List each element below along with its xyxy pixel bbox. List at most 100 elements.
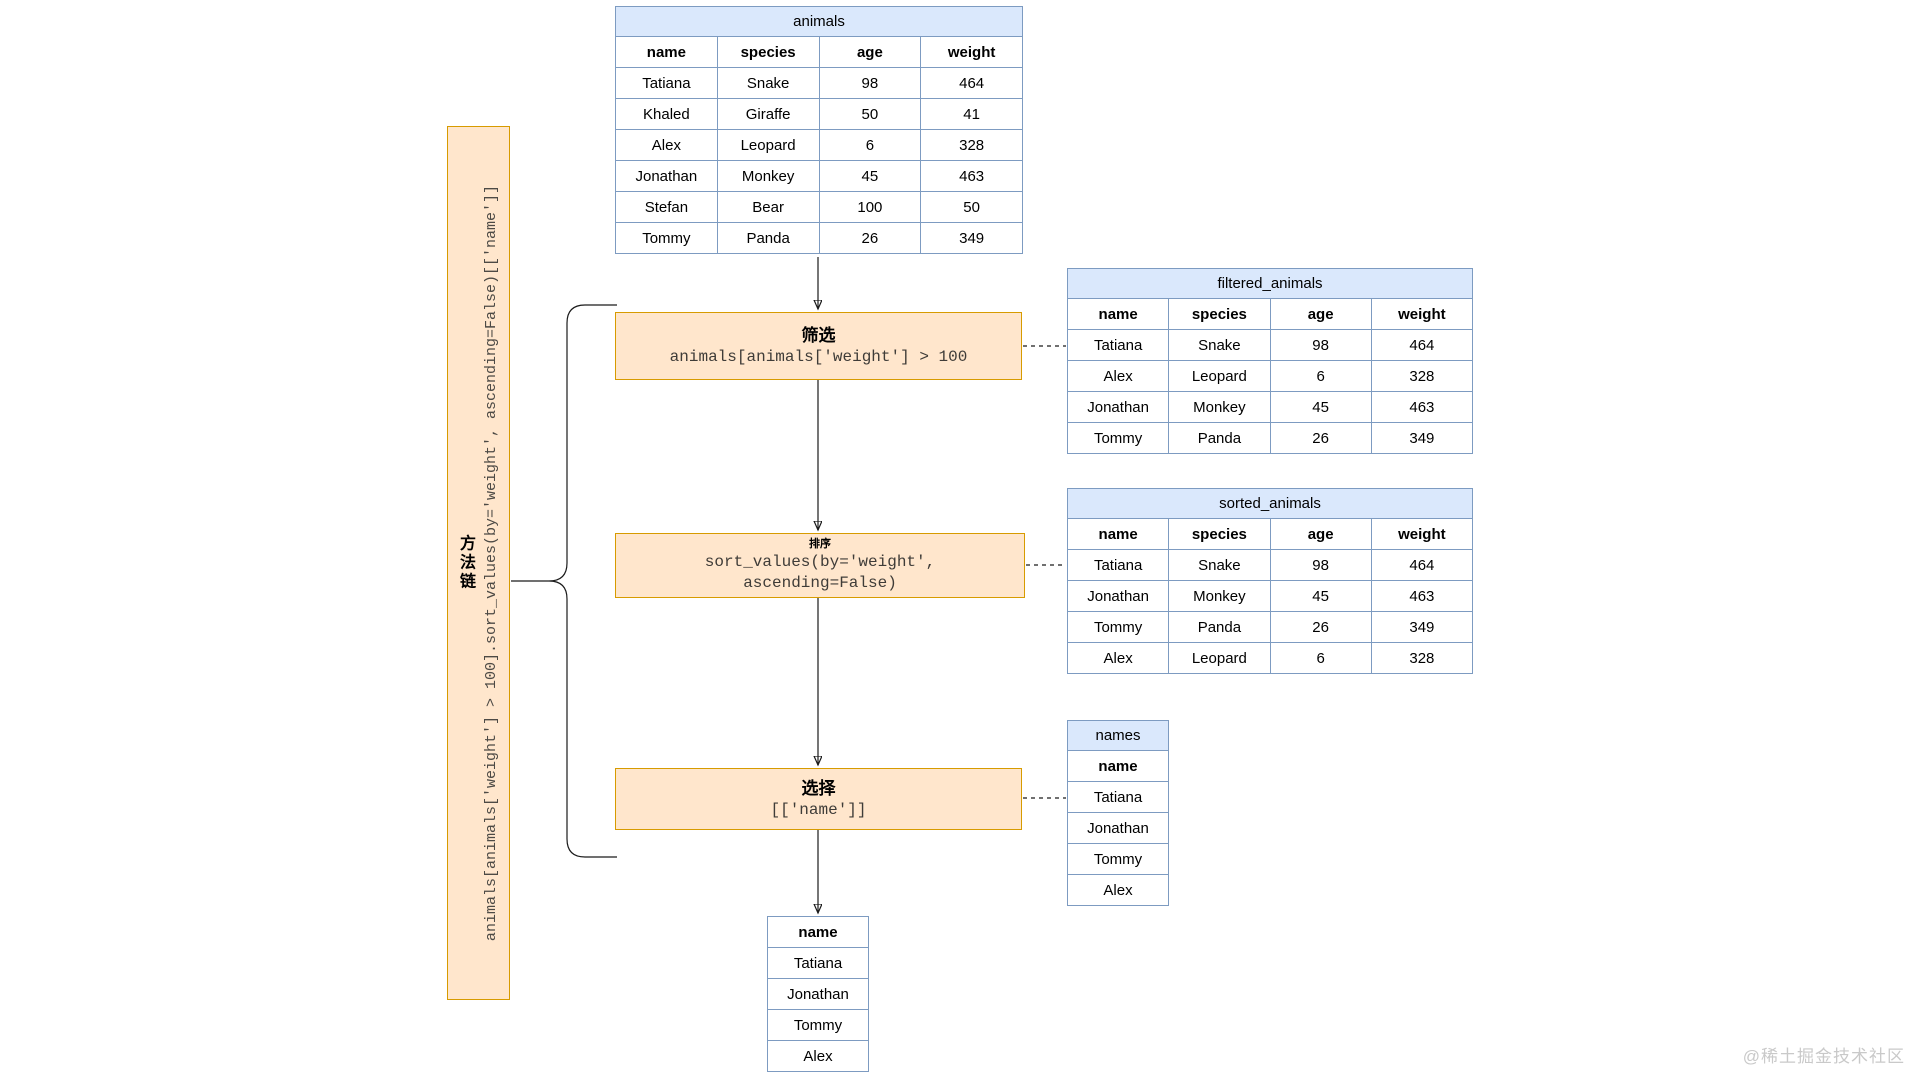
table-cell: Monkey xyxy=(1168,391,1271,423)
table-cell: 45 xyxy=(1269,580,1372,612)
table-row: Alex xyxy=(1067,874,1169,906)
table-cell: Tatiana xyxy=(767,947,869,979)
table-cell: Alex xyxy=(1067,874,1169,906)
table-title: names xyxy=(1067,720,1169,751)
table-cell: 98 xyxy=(1269,549,1372,581)
column-header: weight xyxy=(1370,518,1474,550)
table-title: sorted_animals xyxy=(1067,488,1473,519)
table-cell: Tatiana xyxy=(615,67,718,99)
column-header: age xyxy=(1269,518,1372,550)
table-cell: Tommy xyxy=(767,1009,869,1041)
table-cell: Monkey xyxy=(1168,580,1271,612)
table-cell: Tatiana xyxy=(1066,329,1170,361)
filter-step-code: animals[animals['weight'] > 100 xyxy=(669,347,968,366)
table-cell: Jonathan xyxy=(615,160,718,192)
table-cell: Tommy xyxy=(1066,422,1170,454)
sort-step-code-line1: sort_values(by='weight', xyxy=(704,553,936,571)
table-cell: Alex xyxy=(1066,642,1170,674)
table-cell: 328 xyxy=(920,129,1023,161)
table-cell: Leopard xyxy=(716,129,820,161)
column-header: weight xyxy=(1370,298,1474,330)
table-cell: Snake xyxy=(1168,329,1271,361)
table-cell: Panda xyxy=(1168,611,1271,643)
table-cell: Stefan xyxy=(615,191,718,223)
column-header: name xyxy=(615,36,718,68)
column-header: name xyxy=(1066,518,1170,550)
table-cell: 6 xyxy=(818,129,922,161)
header-row: name xyxy=(1067,750,1169,782)
table-cell: 98 xyxy=(1269,329,1372,361)
table-cell: Jonathan xyxy=(1066,580,1170,612)
table-cell: 26 xyxy=(1269,422,1372,454)
table-cell: Monkey xyxy=(716,160,820,192)
table-row: Jonathan xyxy=(1067,812,1169,844)
table-cell: 26 xyxy=(1269,611,1372,643)
group-brace xyxy=(548,304,617,858)
table-cell: 464 xyxy=(920,67,1023,99)
sidebar-code: animals[animals['weight'] > 100].sort_va… xyxy=(482,184,500,942)
table-cell: Tommy xyxy=(615,222,718,254)
filter-step-box: 筛选 animals[animals['weight'] > 100 xyxy=(615,312,1022,380)
table-cell: Panda xyxy=(716,222,820,254)
table-cell: Tommy xyxy=(1067,843,1169,875)
table-cell: 328 xyxy=(1370,642,1474,674)
filter-step-title: 筛选 xyxy=(801,325,836,345)
table-cell: 6 xyxy=(1269,360,1372,392)
column-header: species xyxy=(716,36,820,68)
table-cell: Snake xyxy=(1168,549,1271,581)
table-title: filtered_animals xyxy=(1067,268,1473,299)
table-cell: Alex xyxy=(615,129,718,161)
table-cell: 328 xyxy=(1370,360,1474,392)
column-header: name xyxy=(1066,298,1170,330)
table-cell: Leopard xyxy=(1168,360,1271,392)
watermark: @稀土掘金技术社区 xyxy=(1742,1047,1905,1066)
table-row: Tommy xyxy=(767,1009,869,1041)
column-header: name xyxy=(1067,750,1169,782)
table-row: Alex xyxy=(767,1040,869,1072)
table-cell: 349 xyxy=(1370,422,1474,454)
table-cell: 464 xyxy=(1370,549,1474,581)
table-cell: 100 xyxy=(818,191,922,223)
table-cell: Jonathan xyxy=(767,978,869,1010)
column-header: species xyxy=(1168,298,1271,330)
sort-step-title: 排序 xyxy=(809,538,831,550)
table-cell: Panda xyxy=(1168,422,1271,454)
header-row: name xyxy=(767,916,869,948)
table-cell: Alex xyxy=(1066,360,1170,392)
table-cell: Giraffe xyxy=(716,98,820,130)
table-cell: Jonathan xyxy=(1067,812,1169,844)
sidebar-label: 方法链 xyxy=(457,534,474,592)
table-cell: 98 xyxy=(818,67,922,99)
table-cell: Tommy xyxy=(1066,611,1170,643)
table-cell: 45 xyxy=(1269,391,1372,423)
table-row: Tommy xyxy=(1067,843,1169,875)
table-cell: 463 xyxy=(1370,580,1474,612)
column-header: species xyxy=(1168,518,1271,550)
table-row: Tatiana xyxy=(1067,781,1169,813)
table-cell: 464 xyxy=(1370,329,1474,361)
select-step-title: 选择 xyxy=(801,778,836,798)
table-cell: 349 xyxy=(1370,611,1474,643)
